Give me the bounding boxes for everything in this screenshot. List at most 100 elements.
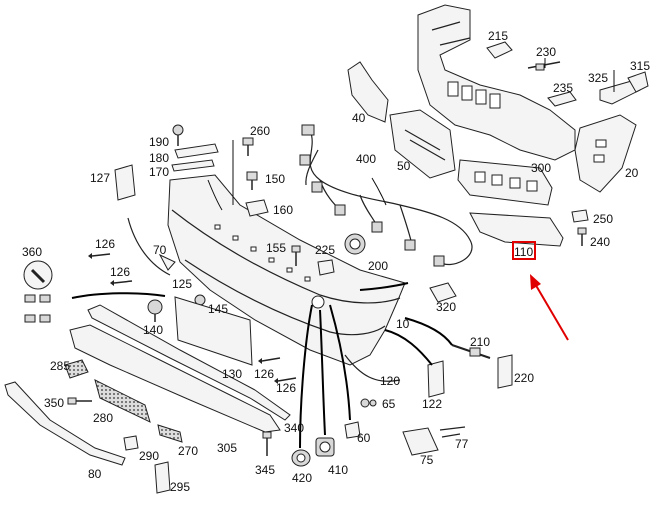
plate-235 [547, 91, 577, 107]
label-200: 200 [368, 259, 388, 273]
cover-75 [402, 427, 439, 456]
highlight-arrow [530, 274, 569, 341]
label-126-d: 126 [276, 381, 296, 395]
lower-strip-340 [87, 304, 291, 421]
label-410: 410 [328, 463, 348, 477]
label-122: 122 [422, 397, 442, 411]
label-225: 225 [315, 243, 335, 257]
clip-77 [439, 426, 466, 438]
sensor-housing-410 [315, 437, 335, 457]
screw-240 [577, 227, 587, 246]
label-350: 350 [44, 396, 64, 410]
label-60: 60 [357, 431, 371, 445]
label-280: 280 [93, 411, 113, 425]
stud-345 [262, 431, 272, 456]
side-bracket-20 [574, 114, 637, 193]
clip-126-b [110, 280, 133, 286]
side-trim-127 [114, 164, 136, 201]
label-285: 285 [50, 359, 70, 373]
screw-350 [67, 397, 92, 405]
label-360: 360 [22, 245, 42, 259]
clip-126-d [274, 377, 297, 384]
label-140: 140 [143, 323, 163, 337]
label-20: 20 [625, 166, 639, 180]
label-215: 215 [488, 29, 508, 43]
label-325: 325 [588, 71, 608, 85]
label-250: 250 [593, 212, 613, 226]
label-75: 75 [420, 453, 434, 467]
absorber-300-strip [457, 159, 553, 206]
clip-65 [360, 398, 377, 408]
label-240: 240 [590, 235, 610, 249]
side-trim-122 [427, 360, 445, 398]
label-127: 127 [90, 171, 110, 185]
wiring-harness-branch-3 [399, 204, 413, 246]
label-290: 290 [139, 449, 159, 463]
bumper-cover-upper-edge [171, 209, 401, 304]
absorber-strip-holes [474, 171, 538, 192]
underbody-panel-110 [469, 212, 564, 247]
clip-190 [172, 124, 184, 146]
lower-spoiler-305 [69, 324, 281, 433]
sensor-hole [311, 295, 325, 309]
grommet-420 [291, 449, 311, 467]
label-345: 345 [255, 463, 275, 477]
clip-60 [344, 421, 361, 439]
bracket-315 [627, 71, 649, 93]
label-300: 300 [531, 161, 551, 175]
strip-180 [174, 143, 219, 159]
label-77: 77 [455, 437, 469, 451]
label-145: 145 [208, 302, 228, 316]
bracket-325 [599, 79, 641, 105]
label-150: 150 [265, 172, 285, 186]
screw-155 [291, 245, 301, 266]
carrier-top-edge [431, 21, 471, 46]
clip-70 [158, 253, 176, 271]
label-155: 155 [266, 241, 286, 255]
label-190: 190 [149, 135, 169, 149]
label-260: 260 [250, 124, 270, 138]
label-180: 180 [149, 151, 169, 165]
harness-connectors [299, 124, 445, 267]
sensor-210 [451, 344, 491, 359]
label-210: 210 [470, 335, 490, 349]
label-235: 235 [553, 81, 573, 95]
bumper-cover-lower-edge [184, 259, 386, 336]
leader-lines [71, 177, 453, 449]
wire-120 [344, 354, 401, 382]
label-126-a: 126 [95, 237, 115, 251]
grille-280 [94, 379, 151, 423]
label-420: 420 [292, 471, 312, 485]
clip-140 [147, 299, 163, 322]
label-110: 110 [514, 245, 533, 259]
bracket-295 [154, 461, 171, 494]
bracket-220 [497, 354, 513, 389]
highlight-box [512, 241, 536, 260]
grille-285 [64, 359, 89, 379]
label-230: 230 [536, 45, 556, 59]
label-170: 170 [149, 165, 169, 179]
bracket-215 [486, 41, 513, 59]
bolt-260 [242, 137, 254, 156]
bumper-carrier-300 [417, 4, 576, 161]
label-50: 50 [397, 159, 411, 173]
bolt-230 [527, 58, 561, 71]
carrier-end-40 [347, 61, 389, 123]
label-65: 65 [382, 397, 396, 411]
label-305: 305 [217, 441, 237, 455]
part-labels: 215 230 325 315 235 40 190 260 180 170 4… [22, 29, 650, 494]
label-70: 70 [153, 243, 167, 257]
clip-126-a [88, 253, 111, 259]
label-125: 125 [172, 277, 192, 291]
trim-strip-80 [4, 381, 126, 466]
clip-290 [123, 435, 139, 451]
carrier-slots [447, 81, 501, 109]
label-126-b: 126 [110, 265, 130, 279]
label-320: 320 [436, 300, 456, 314]
label-40: 40 [352, 111, 366, 125]
label-80: 80 [88, 467, 102, 481]
rod-70 [127, 217, 171, 276]
label-340: 340 [284, 421, 304, 435]
label-120: 120 [380, 374, 400, 388]
